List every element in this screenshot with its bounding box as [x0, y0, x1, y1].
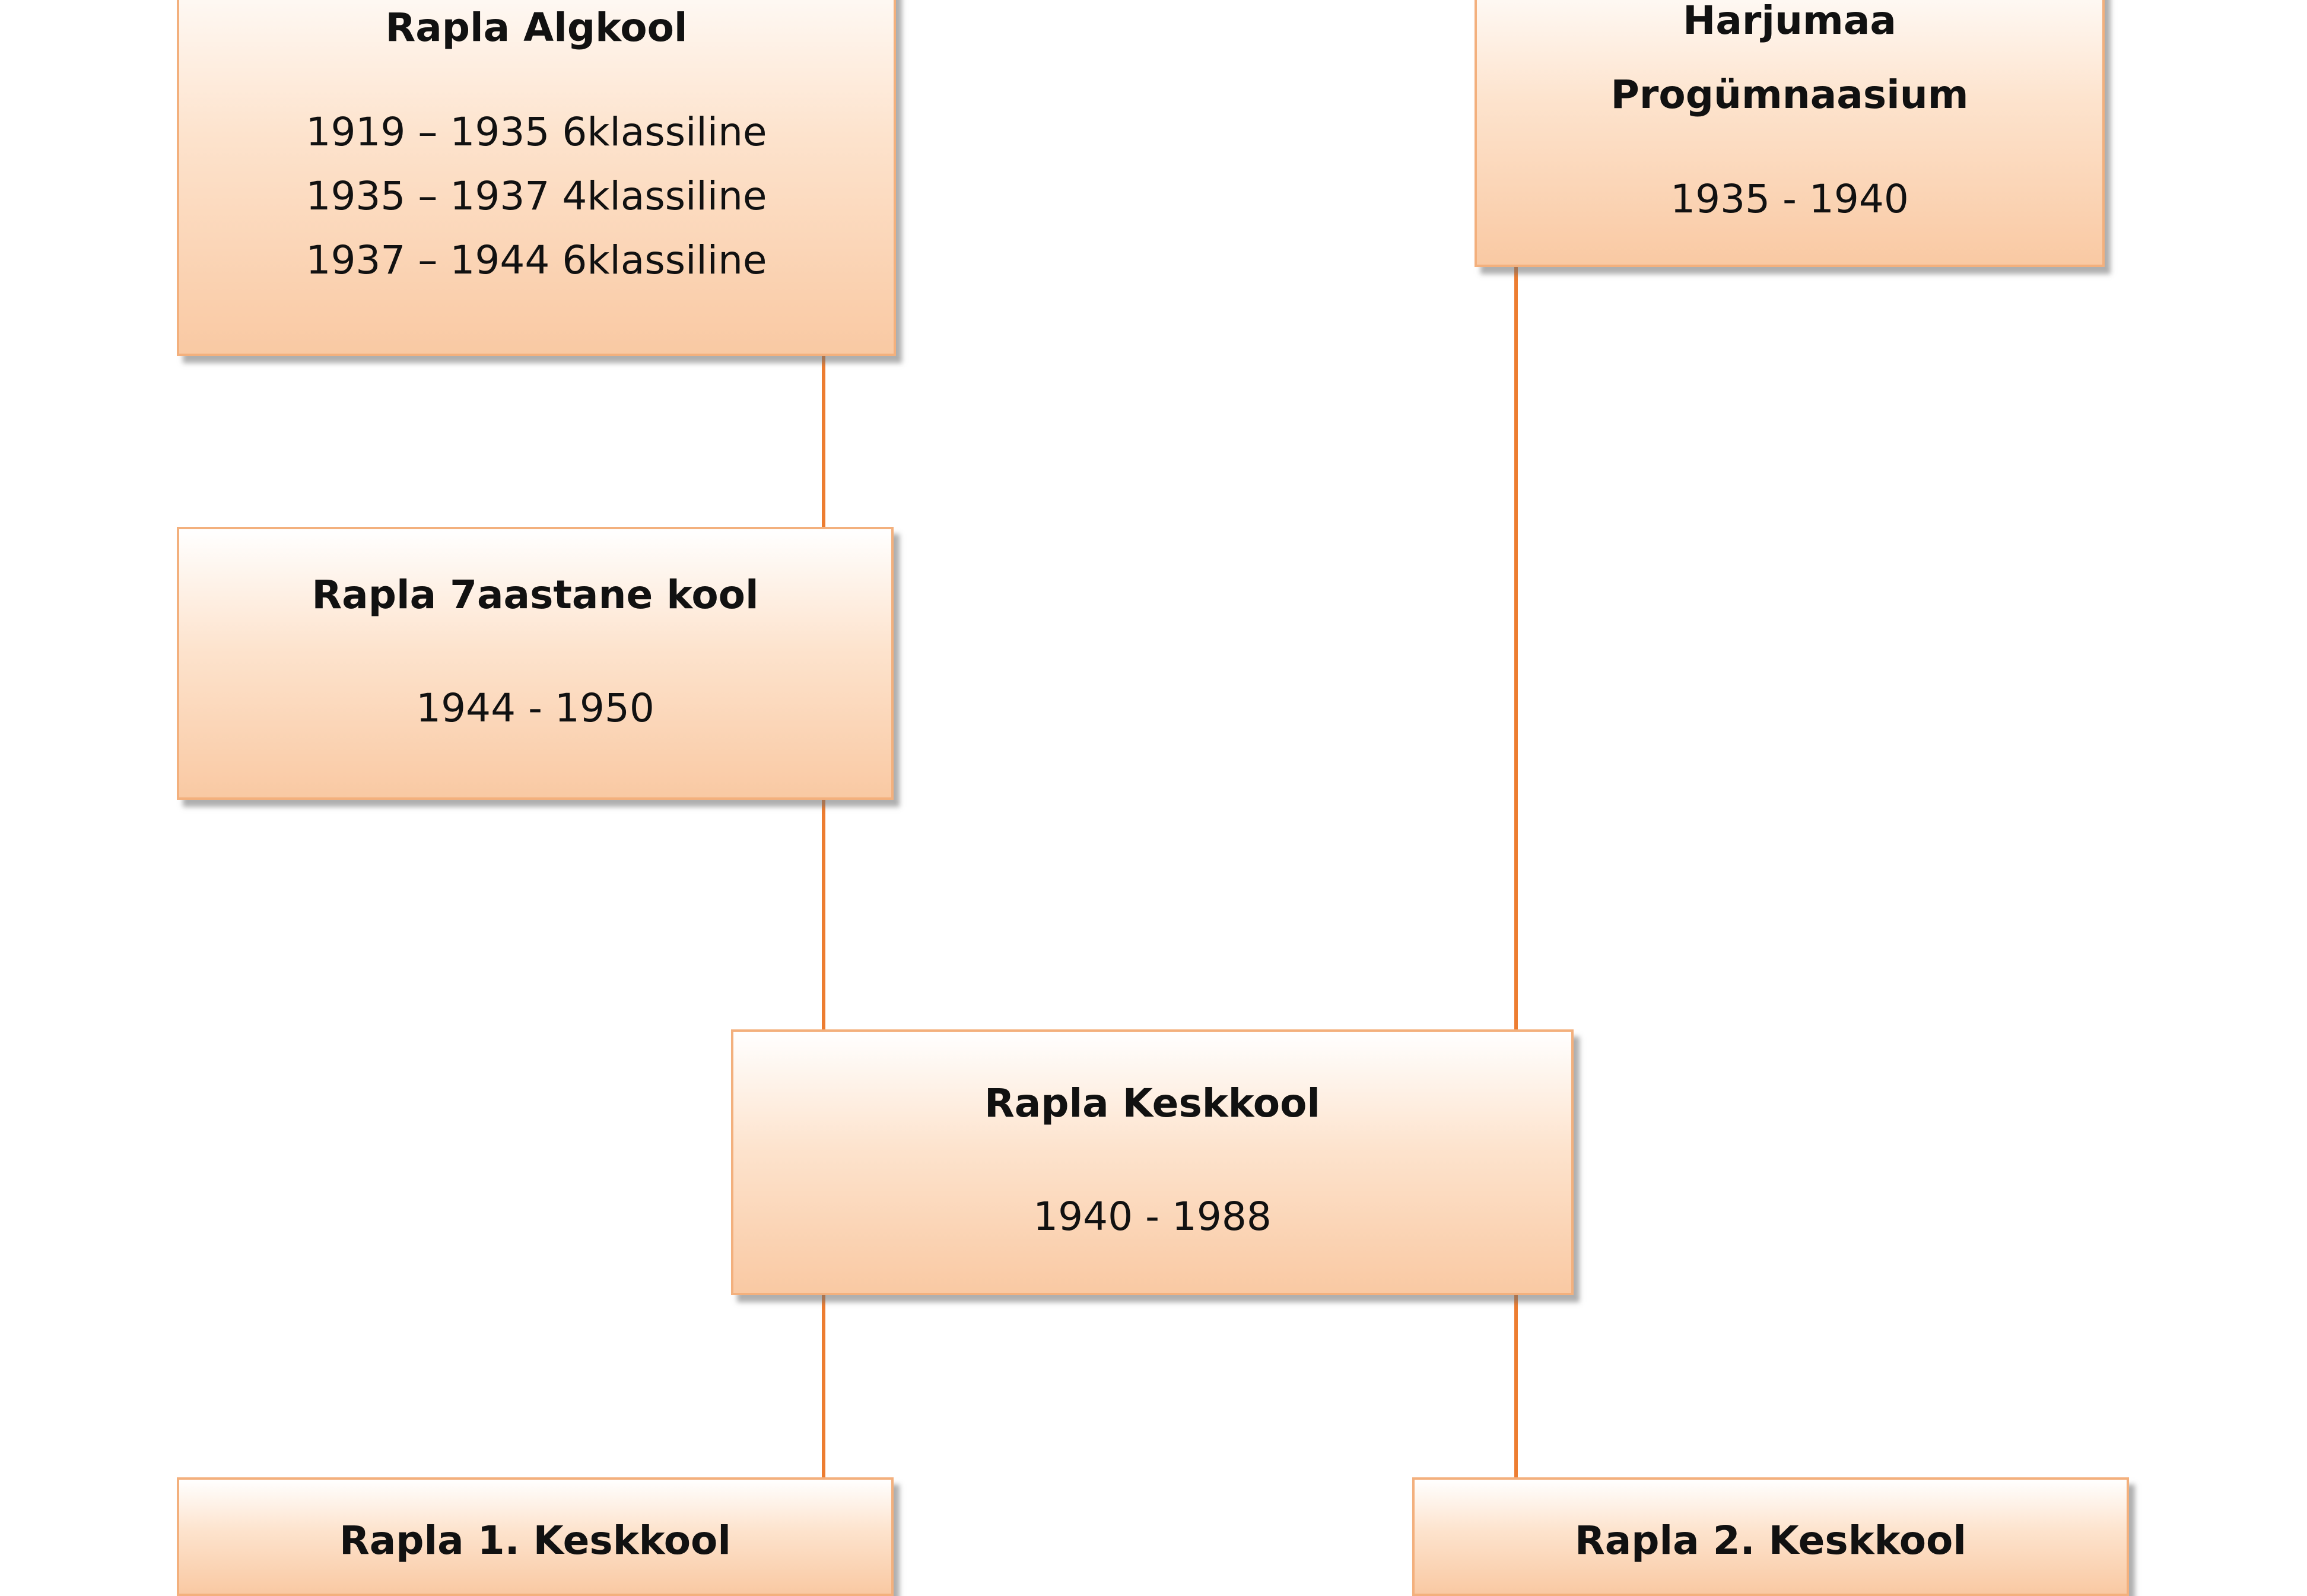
node-title-line-1: Harjumaa: [1683, 0, 1896, 43]
node-title: Rapla Keskkool: [984, 1080, 1321, 1126]
node-title: Rapla Algkool: [385, 5, 688, 50]
connector-lines: [822, 267, 1518, 1477]
node-rapla-keskkool: Rapla Keskkool 1940 - 1988: [731, 1029, 1574, 1295]
node-rapla-2-keskkool: Rapla 2. Keskkool: [1412, 1477, 2129, 1596]
node-period-2: 1935 – 1937 4klassiline: [306, 173, 767, 219]
node-title: Rapla 1. Keskkool: [339, 1518, 732, 1563]
node-title-line-2: Progümnaasium: [1610, 72, 1969, 117]
node-rapla-1-keskkool: Rapla 1. Keskkool: [177, 1477, 894, 1596]
node-rapla-algkool: Rapla Algkool 1919 – 1935 6klassiline 19…: [177, 0, 896, 356]
node-period-1: 1919 – 1935 6klassiline: [306, 109, 767, 155]
node-years: 1944 - 1950: [416, 685, 654, 731]
node-rapla-7aastane-kool: Rapla 7aastane kool 1944 - 1950: [177, 527, 894, 800]
node-harjumaa-progumnaasium: Harjumaa Progümnaasium 1935 - 1940: [1475, 0, 2105, 267]
node-title: Rapla 2. Keskkool: [1574, 1518, 1967, 1563]
node-title: Rapla 7aastane kool: [312, 572, 759, 618]
node-years: 1940 - 1988: [1033, 1194, 1272, 1239]
node-period-3: 1937 – 1944 6klassiline: [306, 237, 767, 283]
node-years: 1935 - 1940: [1670, 176, 1909, 222]
